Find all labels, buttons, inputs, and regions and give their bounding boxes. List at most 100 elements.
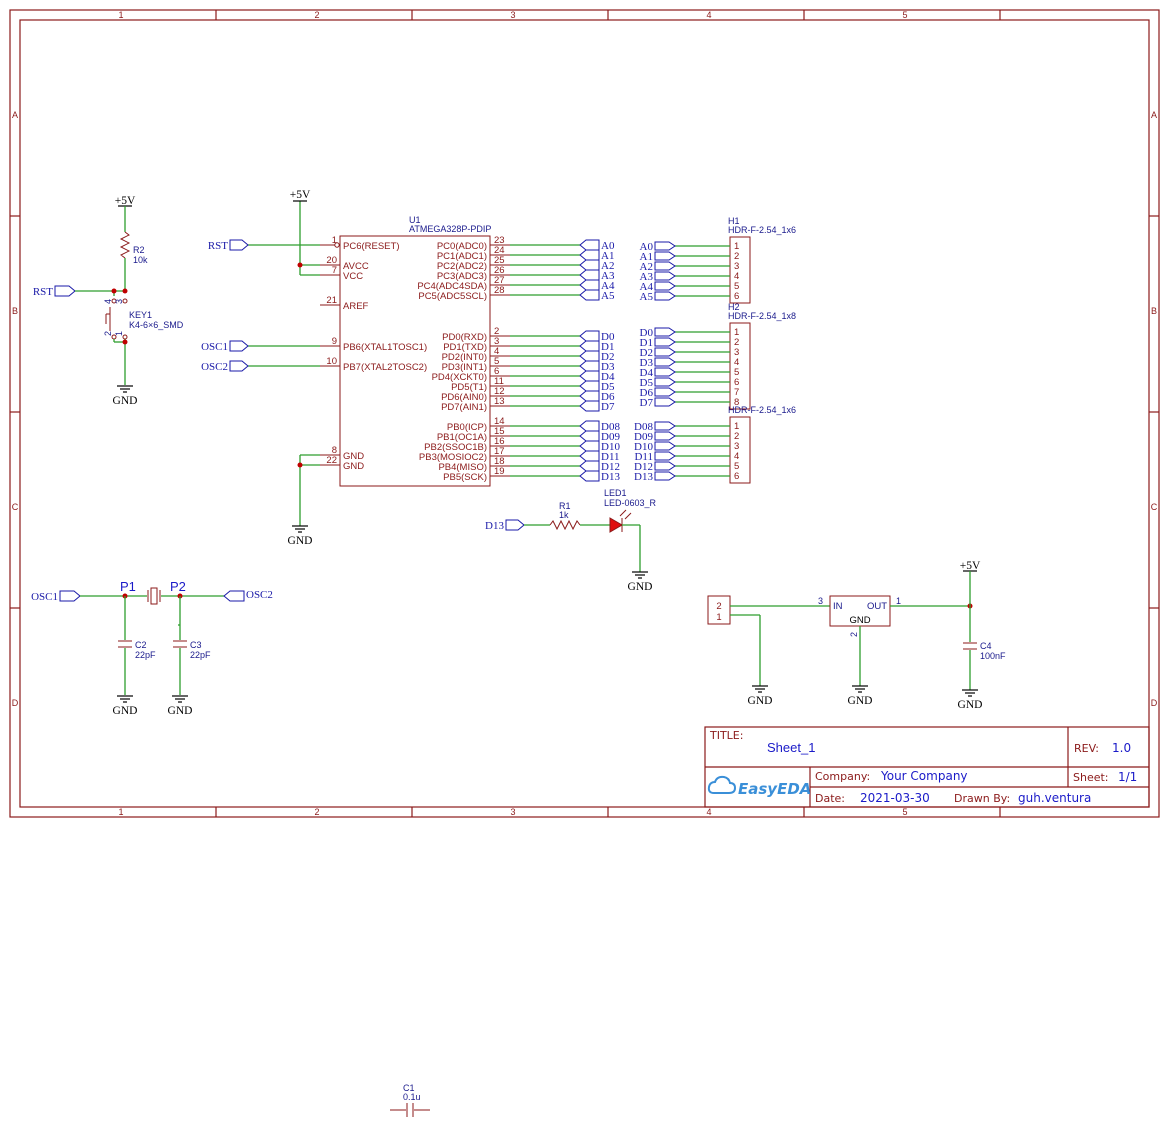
net-osc1: OSC1 [201, 341, 228, 353]
key-pin-3: 3 [114, 299, 124, 304]
sheet-label: Sheet: [1073, 771, 1109, 784]
mcu-pin-name: PC1(ADC1) [437, 251, 487, 262]
header-pin-number: 6 [734, 471, 739, 482]
r2-value: 10k [133, 255, 148, 265]
header-net-flag [654, 291, 676, 301]
header-net-label: A5 [640, 291, 654, 303]
net-label: D1 [601, 341, 614, 353]
net-flag [579, 400, 600, 412]
capacitor-c1[interactable]: C1 0.1u [390, 1083, 430, 1117]
reg-in-label: IN [833, 601, 843, 612]
header-net-flag [654, 397, 676, 407]
net-label: D08 [601, 421, 620, 433]
crystal-p2: P2 [170, 579, 186, 594]
mcu-pin-name: PD4(XCKT0) [432, 372, 487, 383]
header-net-label: D0 [640, 327, 654, 339]
reset-inversion-bubble [334, 242, 340, 248]
col-label: 4 [706, 10, 711, 20]
mcu-pin-name: PC2(ADC2) [437, 261, 487, 272]
net-label: D12 [601, 461, 620, 473]
net-flag [579, 440, 600, 452]
r1-value: 1k [559, 510, 569, 520]
flag-osc2-mcu: OSC2 [201, 360, 249, 373]
header-pin-number: 3 [734, 347, 739, 358]
mcu-u1[interactable]: U1 ATMEGA328P-PDIP 1PC6(RESET)20AVCC7VCC… [320, 215, 510, 487]
col-label-bottom: 3 [510, 807, 515, 817]
gnd-symbol: GND [288, 525, 313, 547]
header-net-label: D4 [640, 367, 654, 379]
key-pin-4: 4 [103, 299, 113, 304]
mcu-pin-name: PD0(RXD) [442, 332, 487, 343]
mcu-pin-name: PC4(ADC4SDA) [417, 281, 487, 292]
net-flag [579, 420, 600, 432]
header-net-label: D13 [634, 471, 653, 483]
date-label: Date: [815, 792, 845, 805]
r1-ref: R1 [559, 501, 571, 511]
company-value: Your Company [880, 769, 968, 783]
gnd-symbol: GND [958, 689, 982, 711]
col-label-bottom: 5 [902, 807, 907, 817]
header-pin-number: 5 [734, 461, 739, 472]
net-flag [579, 259, 600, 271]
mcu-pin-name: PD7(AIN1) [441, 402, 487, 413]
header-net-flag [654, 377, 676, 387]
net-label: D09 [601, 431, 620, 443]
col-label-bottom: 4 [706, 807, 711, 817]
net-flag [579, 390, 600, 402]
header-ref: H1 [728, 216, 740, 226]
gnd-label: GND [848, 695, 873, 707]
c3-value: 22pF [190, 650, 211, 660]
net-flag [579, 430, 600, 442]
net-label: D4 [601, 371, 615, 383]
header-net-label: D12 [634, 461, 653, 473]
mcu-pin-name: PD6(AIN0) [441, 392, 487, 403]
net-flag [579, 279, 600, 291]
mcu-pin-name: PD2(INT0) [442, 352, 487, 363]
header-pin-number: 4 [734, 357, 739, 368]
row-label-right: C [1151, 502, 1158, 512]
header-net-label: D09 [634, 431, 653, 443]
header-net-label: D6 [640, 387, 654, 399]
mcu-left-wiring [248, 201, 320, 526]
header-net-flag [654, 367, 676, 377]
header-pin-number: 2 [734, 337, 739, 348]
c4-ref: C4 [980, 641, 992, 651]
mcu-pin-number: 26 [494, 265, 505, 276]
header-body [729, 236, 751, 304]
header-net-label: D5 [640, 377, 654, 389]
header-net-flag [654, 387, 676, 397]
header-net-flag [654, 461, 676, 471]
gnd-symbol: GND [113, 695, 137, 717]
c4-value: 100nF [980, 651, 1006, 661]
conn-pin-1: 1 [716, 612, 721, 623]
net-label: A0 [601, 240, 615, 252]
header-net-label: A0 [640, 241, 654, 253]
header-ref: H2 [728, 302, 740, 312]
mcu-pin-name: PB3(MOSIOC2) [419, 452, 487, 463]
net-label: D3 [601, 361, 615, 373]
header-net-label: A4 [640, 281, 654, 293]
header-net-label: D2 [640, 347, 653, 359]
header-net-label: D10 [634, 441, 653, 453]
key-value: K4-6×6_SMD [129, 320, 184, 330]
c1-ref: C1 [403, 1083, 415, 1093]
net-label: D5 [601, 381, 615, 393]
gnd-label: GND [288, 535, 313, 547]
header-value: HDR-F-2.54_1x6 [728, 405, 796, 415]
mcu-pin-number: 6 [494, 366, 499, 377]
mcu-pin-number: 15 [494, 426, 505, 437]
net-rst: RST [208, 240, 228, 252]
header-pin-number: 1 [734, 241, 739, 252]
col-label-bottom: 2 [314, 807, 319, 817]
flag-rst-mcu: RST [208, 239, 249, 252]
mcu-pin-number: 25 [494, 255, 505, 266]
header-pin-number: 5 [734, 281, 739, 292]
net-flag [579, 470, 600, 482]
header-net-label: A2 [640, 261, 653, 273]
mcu-pin-name: PD5(T1) [451, 382, 487, 393]
mcu-pin-number: 20 [326, 255, 337, 266]
easyeda-logo: EasyEDA [707, 775, 811, 798]
